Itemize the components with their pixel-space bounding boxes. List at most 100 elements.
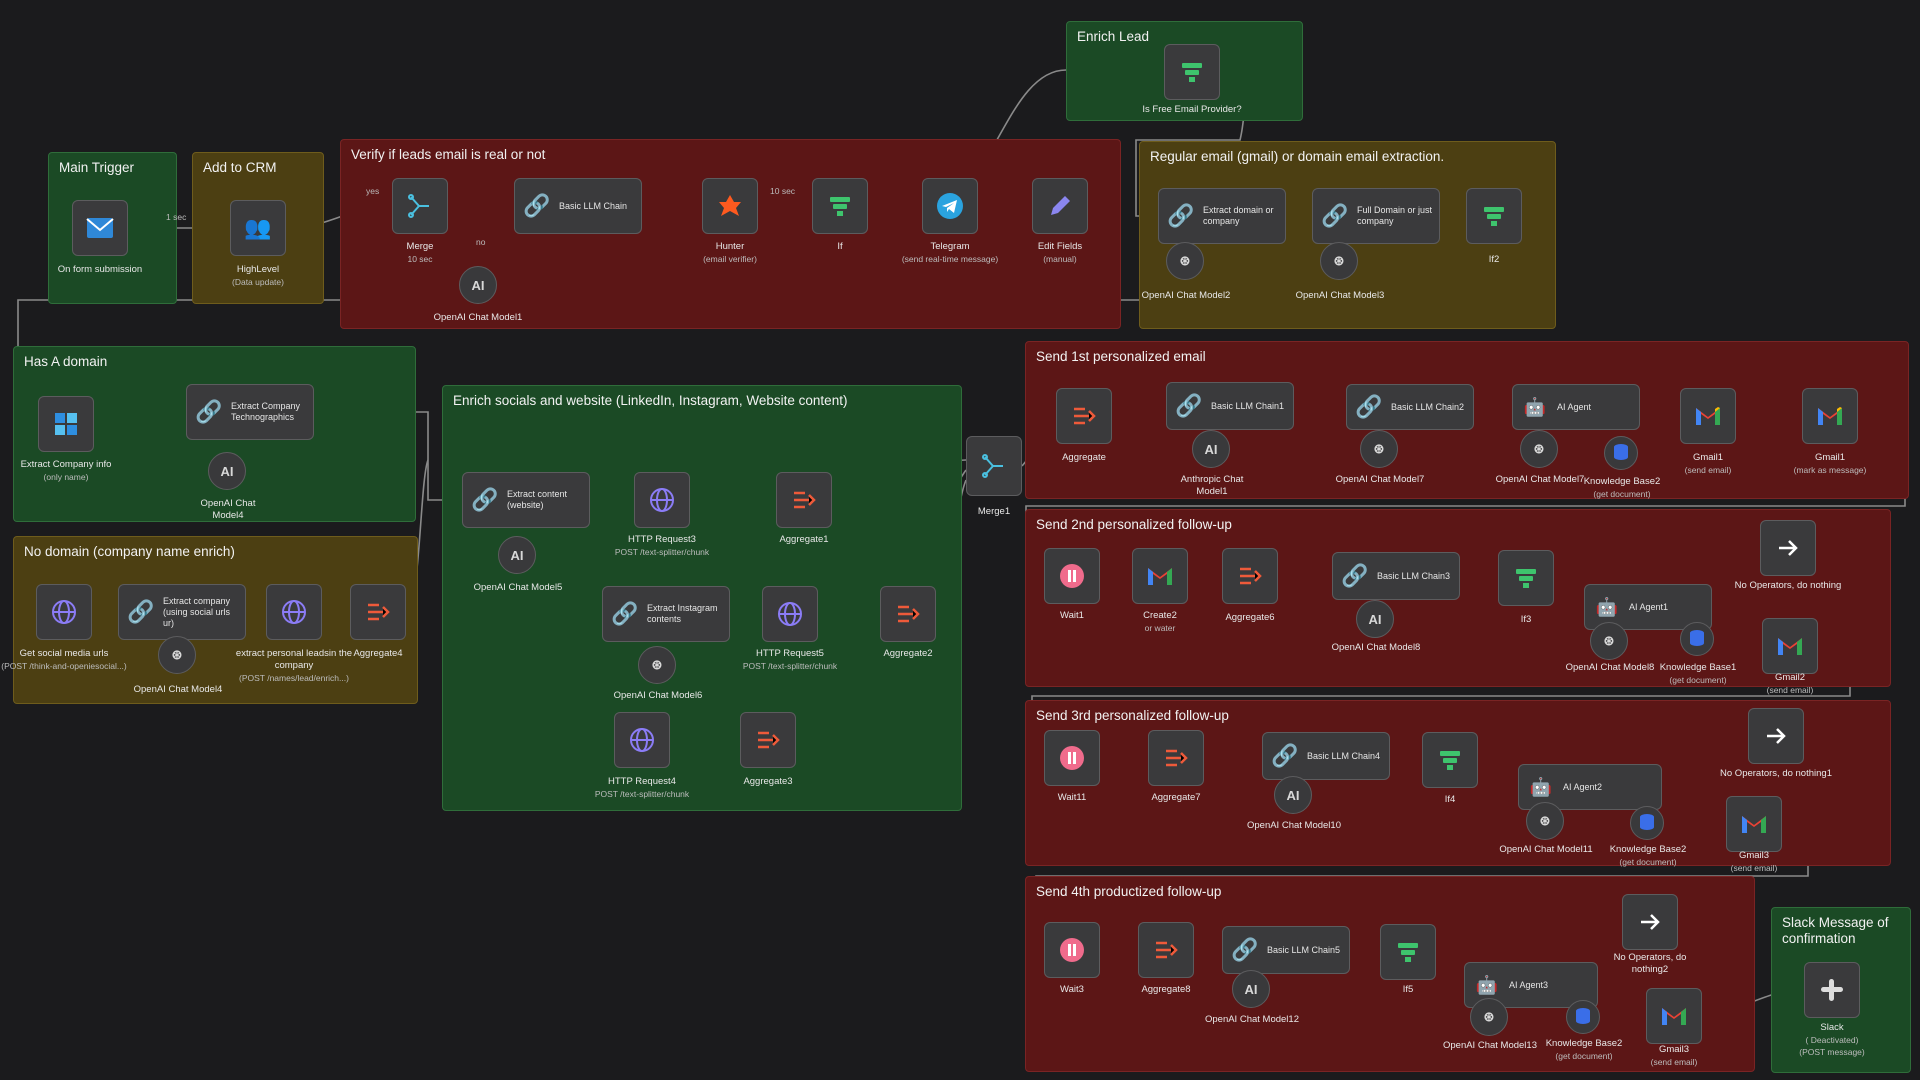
node-openai-chat-model1[interactable]: AI [459, 266, 497, 304]
node-http-request5[interactable] [762, 586, 818, 642]
node-aggregate[interactable] [1056, 388, 1112, 444]
node-get-social-media-urls[interactable] [36, 584, 92, 640]
node-openai-chat-model12[interactable]: AI [1232, 970, 1270, 1008]
label-aggregate2: Aggregate2 [883, 648, 933, 659]
node-no-operators[interactable] [1760, 520, 1816, 576]
node-openai-chat-model2[interactable]: ⊛ [1166, 242, 1204, 280]
node-http-request4[interactable] [614, 712, 670, 768]
pause-icon [1058, 936, 1086, 964]
node-wait1[interactable] [1044, 548, 1100, 604]
aggregate-icon [364, 598, 392, 626]
node-basic-llm-chain3[interactable]: 🔗Basic LLM Chain3 [1332, 552, 1460, 600]
gmail-icon [1660, 1002, 1688, 1030]
node-openai-chat-model7[interactable]: ⊛ [1360, 430, 1398, 468]
node-extract-company-info[interactable] [38, 396, 94, 452]
group-slack-confirmation[interactable]: Slack Message of confirmation [1771, 907, 1911, 1073]
node-extract-domain[interactable]: 🔗Extract domain or company [1158, 188, 1286, 244]
label-highlevel: HighLevel(Data update) [232, 264, 284, 287]
node-extract-personal-leads[interactable] [266, 584, 322, 640]
node-aggregate4[interactable] [350, 584, 406, 640]
node-highlevel[interactable]: 👥 [230, 200, 286, 256]
node-knowledge-base2-bottom[interactable] [1566, 1000, 1600, 1034]
node-slack[interactable] [1804, 962, 1860, 1018]
node-openai-chat-model13[interactable]: ⊛ [1470, 998, 1508, 1036]
node-extract-content-website[interactable]: 🔗Extract content (website) [462, 472, 590, 528]
node-full-domain[interactable]: 🔗Full Domain or just company [1312, 188, 1440, 244]
node-basic-llm-chain1[interactable]: 🔗Basic LLM Chain1 [1166, 382, 1294, 430]
node-basic-llm-chain4[interactable]: 🔗Basic LLM Chain4 [1262, 732, 1390, 780]
node-no-operators1[interactable] [1748, 708, 1804, 764]
group-verify-email[interactable]: Verify if leads email is real or not [340, 139, 1121, 329]
node-merge1[interactable] [966, 436, 1022, 496]
node-create2[interactable] [1132, 548, 1188, 604]
node-http-request3[interactable] [634, 472, 690, 528]
people-icon: 👥 [244, 215, 272, 240]
arrow-icon [1774, 534, 1802, 562]
node-no-operators2[interactable] [1622, 894, 1678, 950]
robot-icon: 🤖 [1529, 776, 1553, 797]
link-icon: 🔗 [1175, 393, 1203, 418]
robot-icon: 🤖 [1475, 974, 1499, 995]
database-icon [1612, 443, 1630, 464]
node-openai-chat-model4-bottom[interactable]: ⊛ [158, 636, 196, 674]
node-merge[interactable] [392, 178, 448, 234]
node-basic-llm-chain5[interactable]: 🔗Basic LLM Chain5 [1222, 926, 1350, 974]
node-extract-instagram[interactable]: 🔗Extract Instagram contents [602, 586, 730, 642]
edge-label-yes: yes [366, 186, 380, 196]
node-wait3[interactable] [1044, 922, 1100, 978]
gmail-icon [1694, 402, 1722, 430]
node-openai-chat-model4-top[interactable]: AI [208, 452, 246, 490]
link-icon: 🔗 [127, 599, 155, 624]
node-knowledge-base2-mid[interactable] [1630, 806, 1664, 840]
node-gmail3-bottom[interactable] [1646, 988, 1702, 1044]
node-if3[interactable] [1498, 550, 1554, 606]
node-aggregate6[interactable] [1222, 548, 1278, 604]
label-if5: If5 [1402, 984, 1414, 995]
label-no-operators1: No Operators, do nothing1 [1720, 768, 1832, 779]
node-openai-chat-model10[interactable]: AI [1274, 776, 1312, 814]
node-openai-chat-model5[interactable]: AI [498, 536, 536, 574]
node-openai-chat-model8[interactable]: AI [1356, 600, 1394, 638]
node-extract-company-social[interactable]: 🔗Extract company (using social urls ur) [118, 584, 246, 640]
node-aggregate8[interactable] [1138, 922, 1194, 978]
node-gmail1-send[interactable] [1680, 388, 1736, 444]
node-gmail1-mark[interactable] [1802, 388, 1858, 444]
node-edit-fields[interactable] [1032, 178, 1088, 234]
node-openai-chat-model3[interactable]: ⊛ [1320, 242, 1358, 280]
node-if4[interactable] [1422, 732, 1478, 788]
node-ai-agent[interactable]: 🤖AI Agent [1512, 384, 1640, 430]
node-hunter[interactable] [702, 178, 758, 234]
node-knowledge-base1[interactable] [1680, 622, 1714, 656]
node-basic-llm-chain[interactable]: 🔗Basic LLM Chain [514, 178, 642, 234]
node-anthropic-chat-model1[interactable]: AI [1192, 430, 1230, 468]
label-knowledge-base1: Knowledge Base1(get document) [1659, 662, 1737, 685]
node-telegram[interactable] [922, 178, 978, 234]
link-icon: 🔗 [1321, 203, 1349, 228]
node-openai-chat-model6[interactable]: ⊛ [638, 646, 676, 684]
globe-icon [280, 598, 308, 626]
node-knowledge-base2-top[interactable] [1604, 436, 1638, 470]
node-aggregate2[interactable] [880, 586, 936, 642]
globe-icon [50, 598, 78, 626]
node-gmail2[interactable] [1762, 618, 1818, 674]
node-gmail3-mid[interactable] [1726, 796, 1782, 852]
node-aggregate3[interactable] [740, 712, 796, 768]
node-extract-technographics[interactable]: 🔗Extract Company Technographics [186, 384, 314, 440]
ai-icon: AI [1204, 441, 1218, 457]
node-openai-chat-model7b[interactable]: ⊛ [1520, 430, 1558, 468]
label-aggregate: Aggregate [1062, 452, 1106, 463]
node-on-form-submission[interactable] [72, 200, 128, 256]
node-ai-agent3[interactable]: 🤖AI Agent3 [1464, 962, 1598, 1008]
node-if5[interactable] [1380, 924, 1436, 980]
node-basic-llm-chain2[interactable]: 🔗Basic LLM Chain2 [1346, 384, 1474, 430]
node-aggregate7[interactable] [1148, 730, 1204, 786]
node-openai-chat-model11[interactable]: ⊛ [1526, 802, 1564, 840]
node-aggregate1[interactable] [776, 472, 832, 528]
globe-icon [628, 726, 656, 754]
node-if2[interactable] [1466, 188, 1522, 244]
node-openai-chat-model8b[interactable]: ⊛ [1590, 622, 1628, 660]
node-is-free-email-provider[interactable] [1164, 44, 1220, 100]
node-wait11[interactable] [1044, 730, 1100, 786]
node-if[interactable] [812, 178, 868, 234]
